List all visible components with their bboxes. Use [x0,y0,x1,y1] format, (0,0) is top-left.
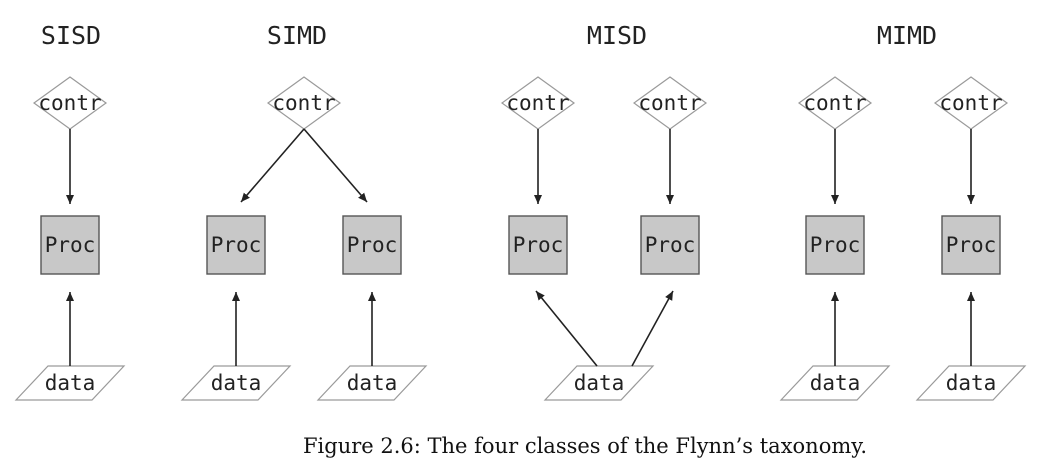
processor: Proc [508,215,568,275]
control-label: contr [506,91,569,115]
class-title-misd: MISD [587,21,647,50]
data-stream: data [180,365,292,401]
processor-box [40,215,100,275]
data-arrow [631,290,674,367]
processor-label: Proc [513,233,564,257]
control-unit: contr [32,76,108,130]
processor-box [342,215,402,275]
data-label: data [45,371,96,395]
processor-label: Proc [45,233,96,257]
data-label: data [810,371,861,395]
processor-label: Proc [645,233,696,257]
processor: Proc [640,215,700,275]
data-parallelogram [779,365,891,401]
class-title-mimd: MIMD [877,21,937,50]
control-unit: contr [933,76,1009,130]
data-label: data [574,371,625,395]
data-parallelogram [543,365,655,401]
data-stream: data [779,365,891,401]
data-parallelogram [180,365,292,401]
processor: Proc [206,215,266,275]
data-parallelogram [316,365,428,401]
data-stream: data [543,365,655,401]
processor: Proc [805,215,865,275]
processor: Proc [941,215,1001,275]
processor-box [508,215,568,275]
processor-label: Proc [810,233,861,257]
processor: Proc [342,215,402,275]
processor-label: Proc [211,233,262,257]
control-label: contr [272,91,335,115]
control-unit: contr [500,76,576,130]
data-label: data [347,371,398,395]
control-label: contr [803,91,866,115]
data-stream: data [915,365,1027,401]
data-stream: data [14,365,126,401]
processor: Proc [40,215,100,275]
processor-label: Proc [347,233,398,257]
data-stream: data [316,365,428,401]
processor-box [805,215,865,275]
data-label: data [946,371,997,395]
class-title-sisd: SISD [41,21,101,50]
class-title-simd: SIMD [267,21,327,50]
processor-box [640,215,700,275]
figure-caption: Figure 2.6: The four classes of the Flyn… [302,434,868,458]
data-parallelogram [14,365,126,401]
data-label: data [211,371,262,395]
control-arrow [303,128,368,203]
data-parallelogram [915,365,1027,401]
control-arrow [240,128,305,203]
data-arrow [535,290,598,367]
processor-label: Proc [946,233,997,257]
control-label: contr [638,91,701,115]
control-label: contr [939,91,1002,115]
processor-box [206,215,266,275]
control-label: contr [38,91,101,115]
control-unit: contr [632,76,708,130]
control-unit: contr [266,76,342,130]
control-unit: contr [797,76,873,130]
processor-box [941,215,1001,275]
